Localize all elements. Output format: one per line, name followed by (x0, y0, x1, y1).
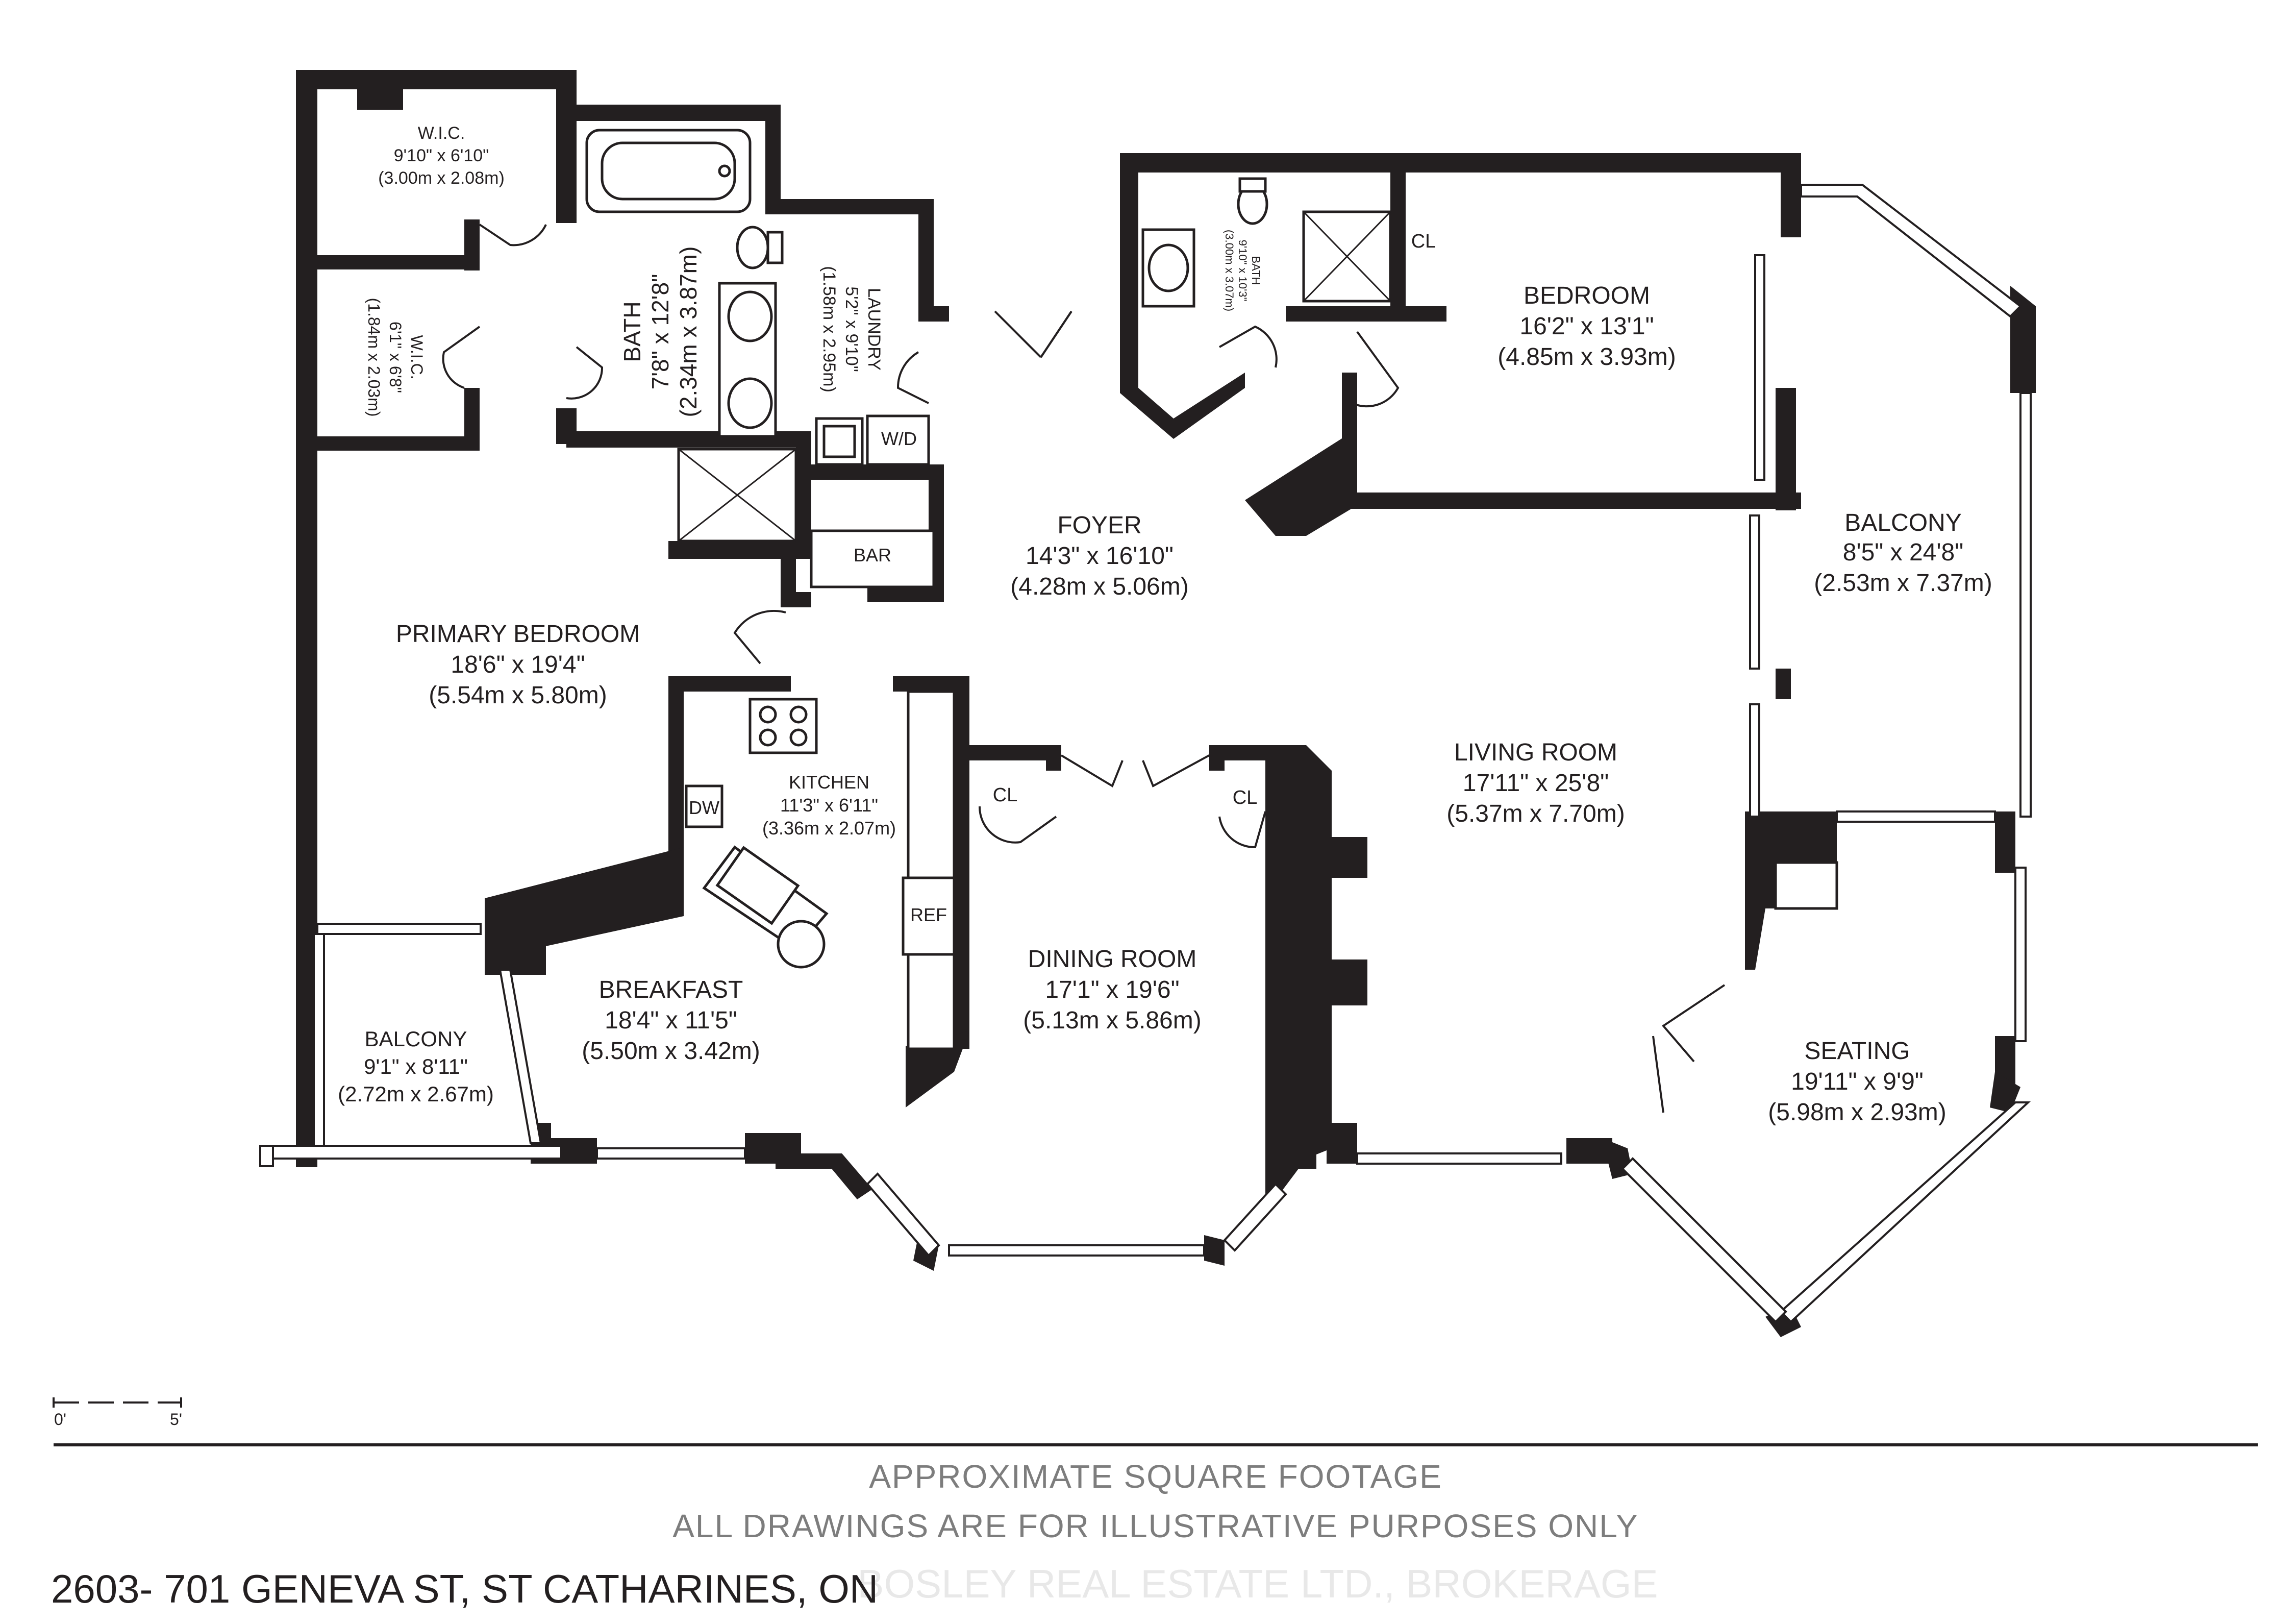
dishwasher-label: DW (689, 797, 719, 818)
seating-name: SEATING (1804, 1038, 1910, 1065)
balcony-west-name: BALCONY (365, 1027, 467, 1051)
wic2-dim-imperial: 6'1" x 6'8" (386, 322, 405, 393)
room-labels: W.I.C. 9'10" x 6'10" (3.00m x 2.08m) W.I… (338, 124, 1992, 1126)
wic1-name: W.I.C. (418, 124, 465, 143)
dining-closet-left-label: CL (993, 784, 1018, 806)
balcony-west-dim-imperial: 9'1" x 8'11" (364, 1054, 468, 1078)
property-address: 2603- 701 GENEVA ST, ST CATHARINES, ON (51, 1566, 878, 1611)
footer-line-1: APPROXIMATE SQUARE FOOTAGE (869, 1458, 1442, 1495)
doors (442, 224, 1726, 1113)
dining-closet-right-label: CL (1233, 787, 1258, 808)
bedroom-dim-metric: (4.85m x 3.93m) (1498, 343, 1676, 371)
balcony-west-dim-metric: (2.72m x 2.67m) (338, 1082, 494, 1106)
foyer-dim-metric: (4.28m x 5.06m) (1010, 573, 1188, 600)
living-room-name: LIVING ROOM (1454, 739, 1617, 766)
brokerage-watermark: BOSLEY REAL ESTATE LTD., BROKERAGE (857, 1561, 1658, 1606)
foyer-dim-imperial: 14'3" x 16'10" (1026, 543, 1174, 570)
bar-label: BAR (854, 545, 891, 565)
dining-room-dim-imperial: 17'1" x 19'6" (1045, 976, 1179, 1003)
laundry-dim-metric: (1.58m x 2.95m) (819, 266, 839, 392)
foyer-name: FOYER (1057, 512, 1141, 539)
bath-second-dim-imperial: 9'10" x 10'3" (1236, 240, 1249, 302)
bath-second-name: BATH (1250, 256, 1262, 285)
living-room-dim-imperial: 17'11" x 25'8" (1463, 770, 1609, 797)
wic2-name: W.I.C. (408, 335, 426, 379)
scale-bar: 0' 5' (53, 1397, 182, 1429)
primary-bedroom-dim-imperial: 18'6" x 19'4" (451, 651, 585, 678)
bath-primary-dim-metric: (2.34m x 3.87m) (675, 247, 702, 417)
balcony-east-dim-imperial: 8'5" x 24'8" (1843, 539, 1964, 566)
bedroom-closet-label: CL (1411, 231, 1436, 252)
laundry-name: LAUNDRY (864, 288, 884, 371)
primary-bedroom-dim-metric: (5.54m x 5.80m) (429, 682, 607, 709)
bath-second-dim-metric: (3.00m x 3.07m) (1223, 230, 1236, 311)
scale-end-label: 5' (170, 1410, 182, 1429)
scale-start-label: 0' (54, 1410, 66, 1429)
living-room-dim-metric: (5.37m x 7.70m) (1446, 800, 1625, 827)
washer-dryer-label: W/D (881, 428, 917, 449)
footer-line-2: ALL DRAWINGS ARE FOR ILLUSTRATIVE PURPOS… (672, 1508, 1639, 1544)
fixtures (585, 129, 1838, 1050)
seating-dim-imperial: 19'11" x 9'9" (1791, 1068, 1924, 1095)
breakfast-name: BREAKFAST (599, 976, 743, 1003)
bath-primary-name: BATH (619, 301, 645, 362)
walls (296, 70, 2036, 1337)
windows (259, 184, 2032, 1323)
laundry-dim-imperial: 5'2" x 9'10" (842, 286, 861, 372)
kitchen-name: KITCHEN (789, 772, 869, 793)
seating-dim-metric: (5.98m x 2.93m) (1768, 1099, 1946, 1126)
bath-primary-dim-imperial: 7'8" x 12'8" (647, 274, 673, 390)
footer: APPROXIMATE SQUARE FOOTAGE ALL DRAWINGS … (51, 1443, 2258, 1611)
balcony-east-name: BALCONY (1844, 509, 1961, 536)
bedroom-name: BEDROOM (1524, 282, 1650, 309)
primary-bedroom-name: PRIMARY BEDROOM (396, 621, 640, 648)
wic1-dim-imperial: 9'10" x 6'10" (394, 146, 489, 165)
breakfast-dim-metric: (5.50m x 3.42m) (582, 1038, 760, 1065)
refrigerator-label: REF (910, 904, 947, 925)
wic2-dim-metric: (1.84m x 2.03m) (365, 298, 383, 417)
kitchen-dim-metric: (3.36m x 2.07m) (762, 818, 896, 839)
footer-divider (54, 1443, 2258, 1446)
bedroom-dim-imperial: 16'2" x 13'1" (1519, 313, 1654, 340)
dining-room-name: DINING ROOM (1028, 946, 1197, 973)
breakfast-dim-imperial: 18'4" x 11'5" (605, 1007, 737, 1034)
wic1-dim-metric: (3.00m x 2.08m) (378, 168, 505, 188)
kitchen-dim-imperial: 11'3" x 6'11" (780, 795, 878, 816)
balcony-east-dim-metric: (2.53m x 7.37m) (1814, 570, 1992, 597)
dining-room-dim-metric: (5.13m x 5.86m) (1023, 1007, 1201, 1034)
